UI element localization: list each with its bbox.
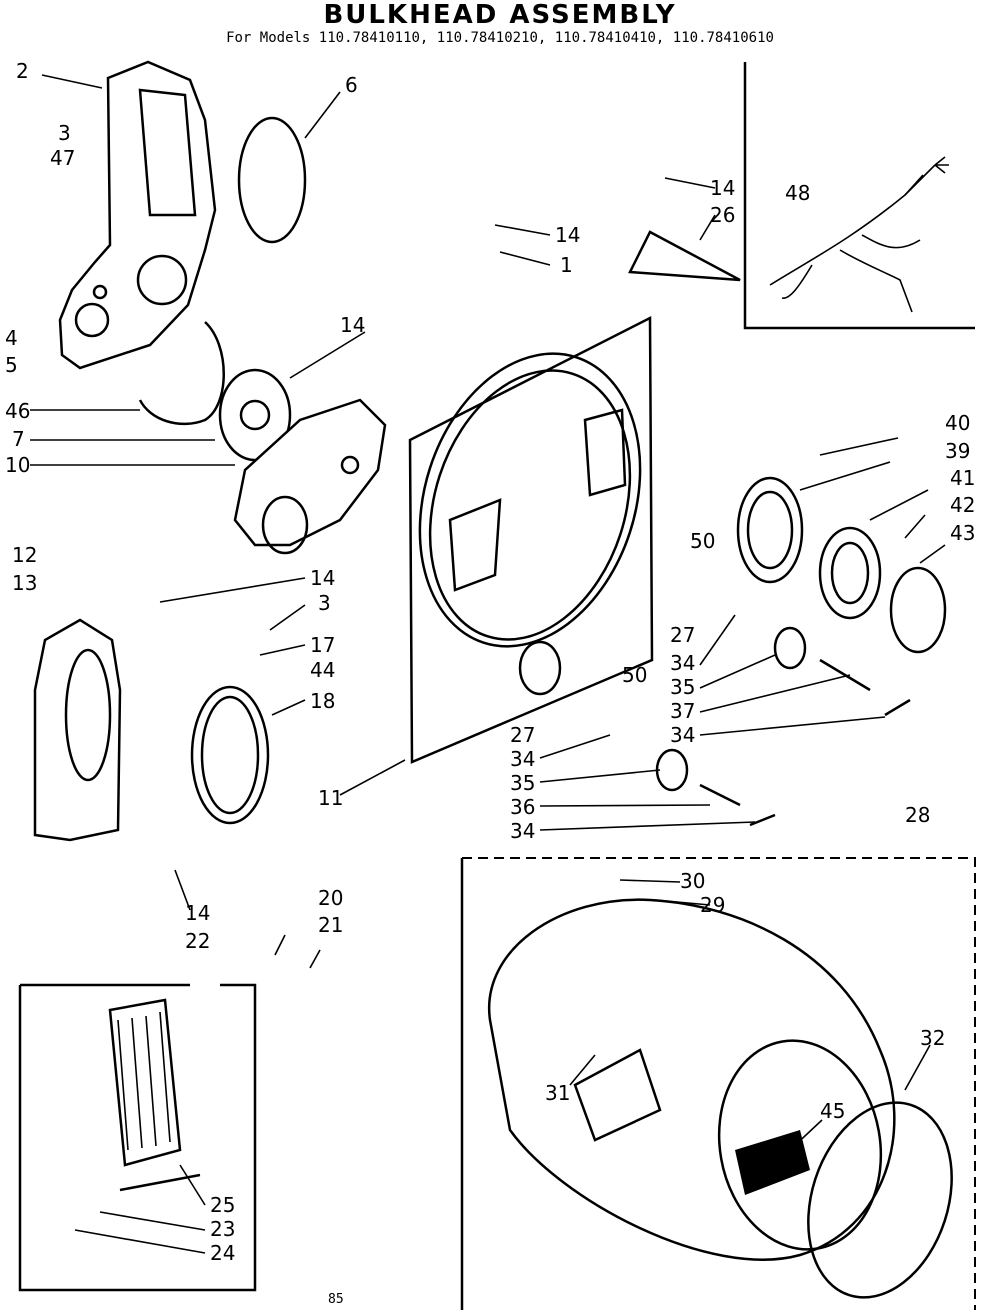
label-45: 45 [820, 1099, 845, 1123]
label-34-a: 34 [670, 651, 695, 675]
callout-leader-lines [30, 74, 946, 1254]
label-50-upper: 50 [690, 529, 715, 553]
label-48: 48 [785, 181, 810, 205]
label-10: 10 [5, 453, 30, 477]
model-numbers: For Models 110.78410110, 110.78410210, 1… [226, 30, 774, 46]
label-35-upper: 35 [670, 675, 695, 699]
label-43: 43 [950, 521, 975, 545]
diagram-title: BULKHEAD ASSEMBLY [323, 0, 677, 30]
label-18: 18 [310, 689, 335, 713]
part-11-bulkhead-panel [408, 315, 654, 764]
label-31: 31 [545, 1081, 570, 1105]
label-29: 29 [700, 893, 725, 917]
label-30: 30 [680, 869, 705, 893]
label-25: 25 [210, 1193, 235, 1217]
label-1: 1 [560, 253, 573, 277]
label-34-c: 34 [510, 747, 535, 771]
label-44: 44 [310, 658, 335, 682]
part-6-seal [237, 116, 307, 244]
part-22-heater-assembly [18, 983, 257, 1292]
label-46: 46 [5, 399, 30, 423]
label-28: 28 [905, 803, 930, 827]
label-14-mid: 14 [555, 223, 580, 247]
part-number-labels: 2 6 3 47 4 5 14 26 14 1 48 14 46 7 10 40… [5, 59, 975, 1265]
label-3: 3 [58, 121, 71, 145]
label-34-b: 34 [670, 723, 695, 747]
label-26: 26 [710, 203, 735, 227]
part-2-duct-housing [58, 60, 217, 370]
label-13: 13 [12, 571, 37, 595]
label-6: 6 [345, 73, 358, 97]
label-27-upper: 27 [670, 623, 695, 647]
part-26-bracket [628, 230, 741, 282]
label-14-lower: 14 [185, 901, 210, 925]
label-11: 11 [318, 786, 343, 810]
part-13-duct [33, 618, 122, 842]
label-41: 41 [950, 466, 975, 490]
label-39: 39 [945, 439, 970, 463]
label-23: 23 [210, 1217, 235, 1241]
label-4: 4 [5, 326, 18, 350]
wiring-harness-inset [743, 62, 975, 330]
part-46-clamp [138, 321, 225, 426]
idler-pulley-lower [655, 748, 776, 827]
part-10-blower-housing [233, 398, 387, 555]
label-21: 21 [318, 913, 343, 937]
part-18-lint-filter [190, 685, 270, 825]
page-code: 85 [328, 1292, 344, 1307]
label-27-lower: 27 [510, 723, 535, 747]
label-32: 32 [920, 1026, 945, 1050]
label-40: 40 [945, 411, 970, 435]
label-47: 47 [50, 146, 75, 170]
label-14-center: 14 [340, 313, 365, 337]
label-22: 22 [185, 929, 210, 953]
label-24: 24 [210, 1241, 235, 1265]
label-37: 37 [670, 699, 695, 723]
label-14-left: 14 [310, 566, 335, 590]
part-28-drum [460, 857, 976, 1310]
label-42: 42 [950, 493, 975, 517]
idler-pulley-upper [773, 626, 911, 717]
label-2: 2 [16, 59, 29, 83]
label-5: 5 [5, 353, 18, 377]
label-50-lower: 50 [622, 663, 647, 687]
label-7: 7 [12, 427, 25, 451]
label-3-mid: 3 [318, 591, 331, 615]
parts-39-43-cover-assembly [736, 476, 947, 654]
label-12: 12 [12, 543, 37, 567]
label-34-d: 34 [510, 819, 535, 843]
label-14-top: 14 [710, 176, 735, 200]
label-36: 36 [510, 795, 535, 819]
label-20: 20 [318, 886, 343, 910]
label-17: 17 [310, 633, 335, 657]
label-35-lower: 35 [510, 771, 535, 795]
